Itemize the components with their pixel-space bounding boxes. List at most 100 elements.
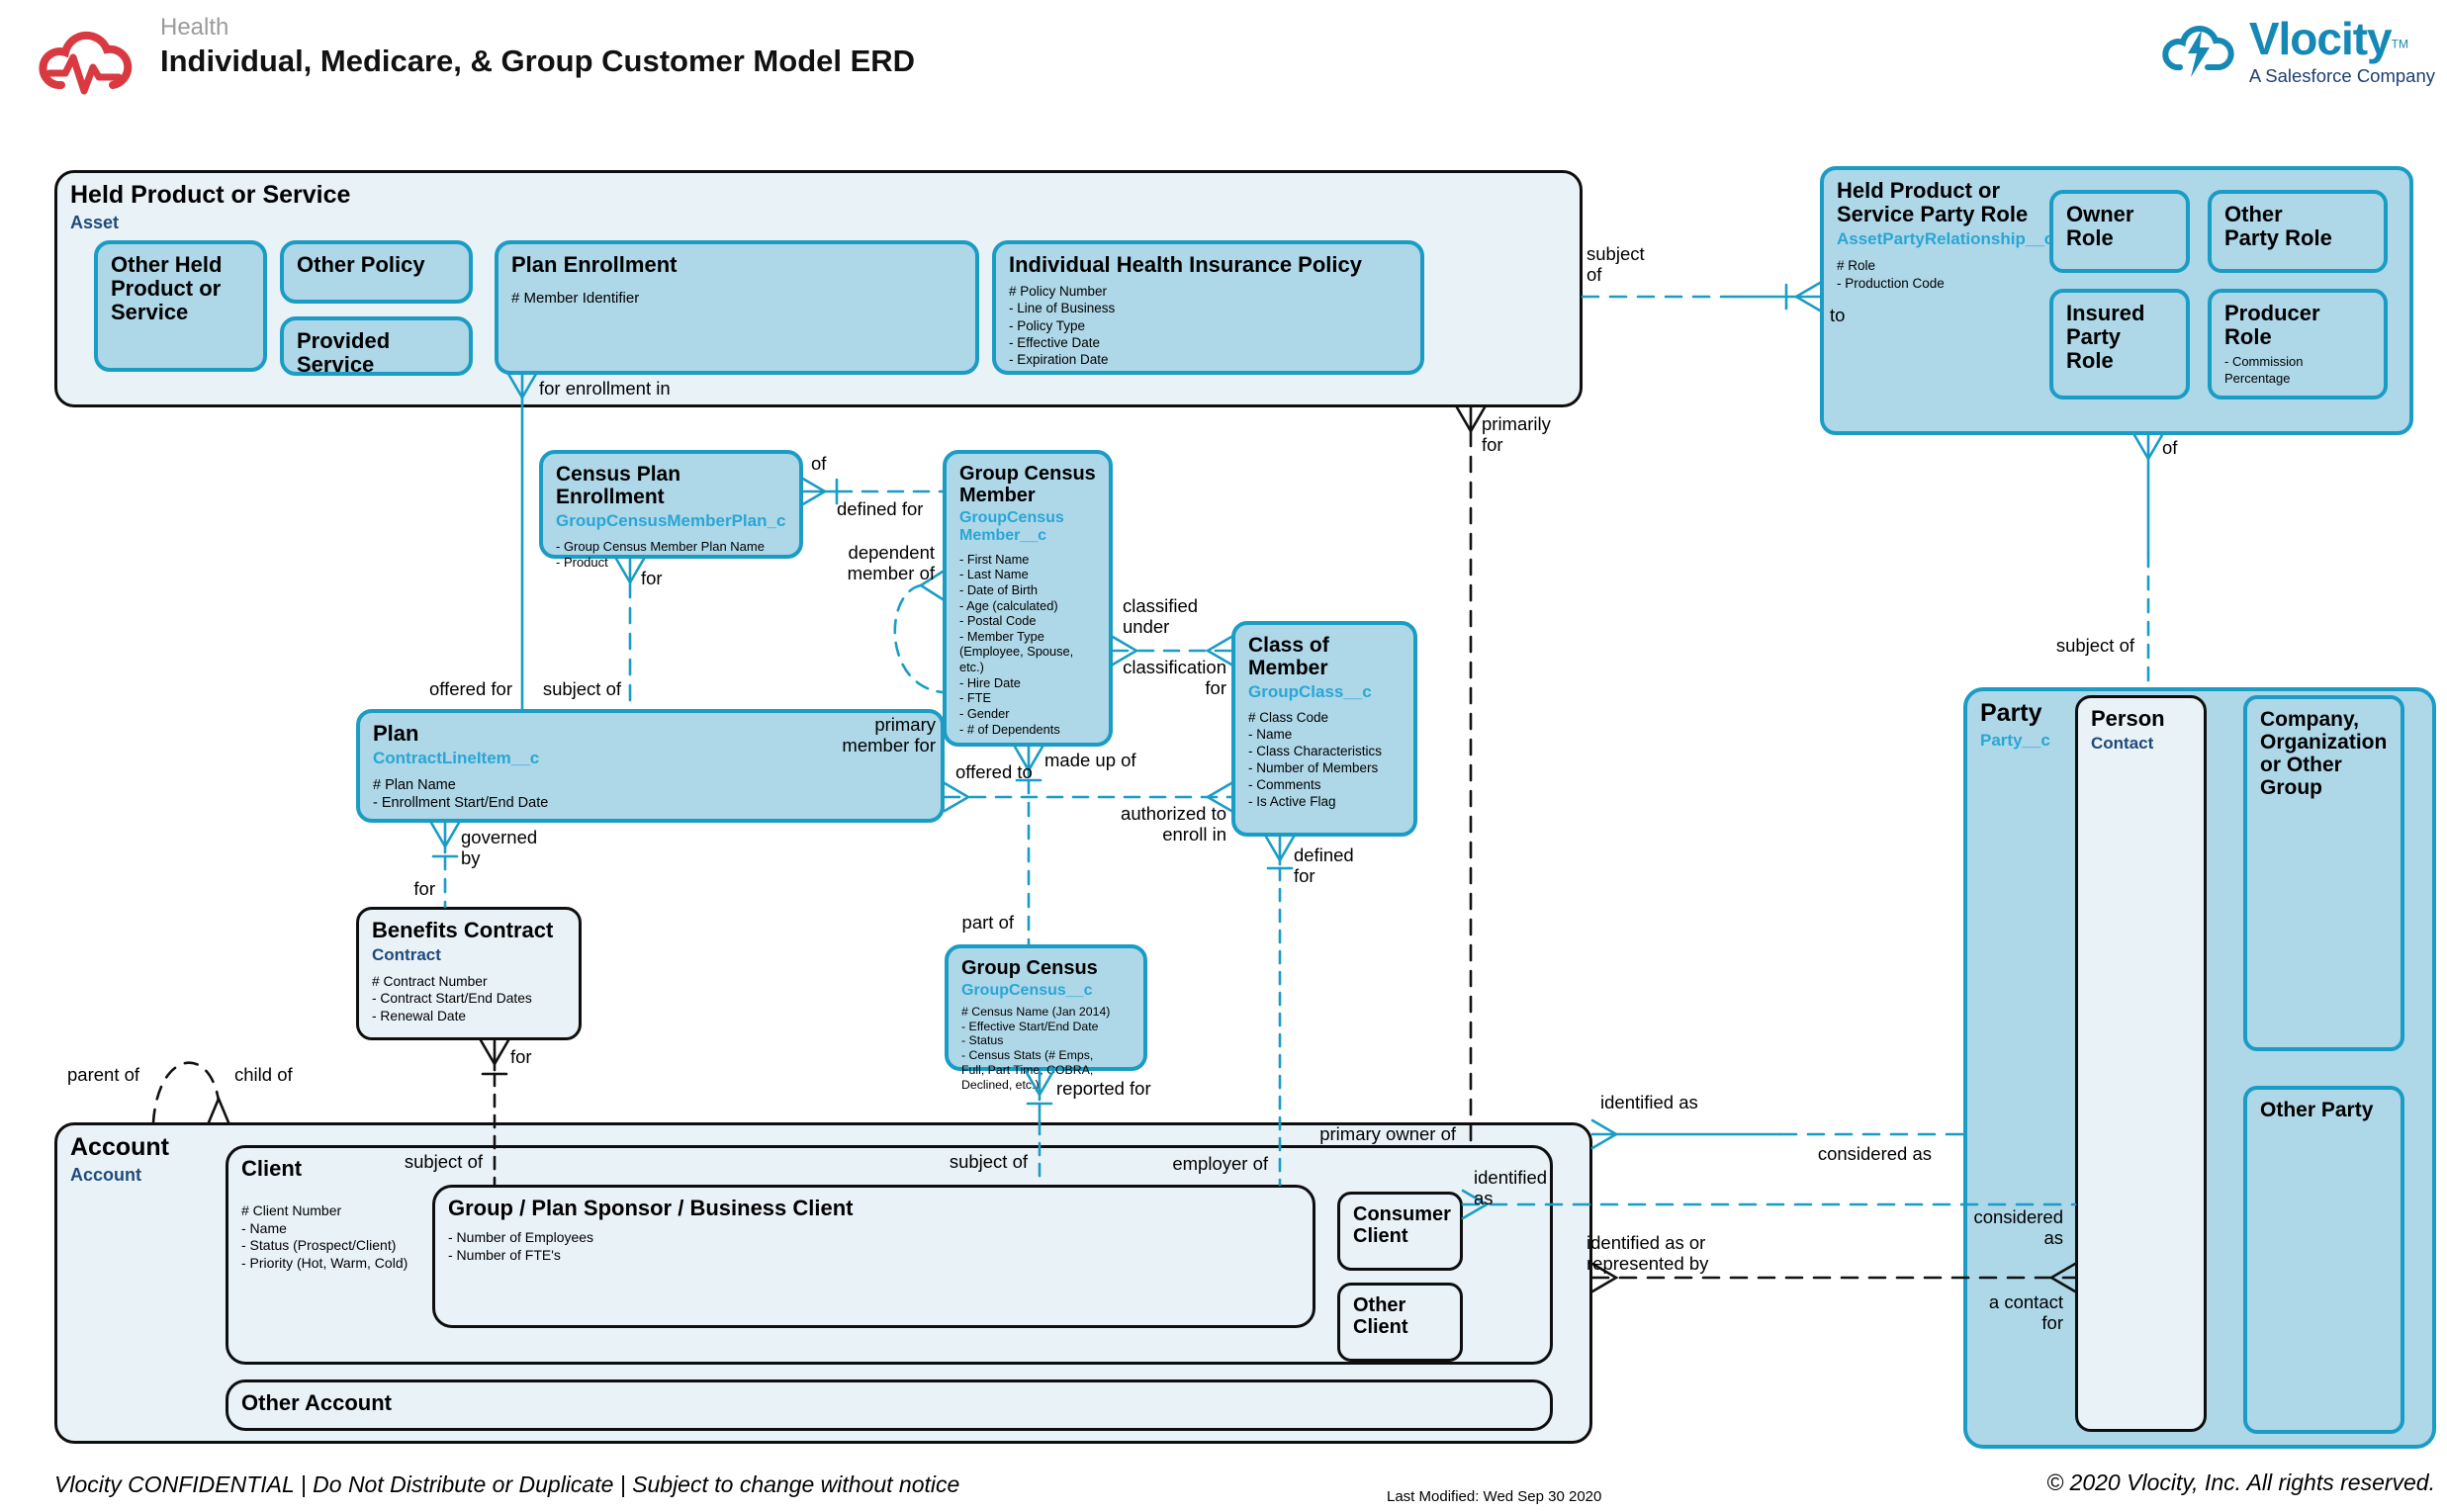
entity-api-name: Contract [372,945,441,965]
entity-insured-party-role: Insured Party Role [2049,289,2190,400]
label-parent-of: parent of [67,1064,140,1085]
entity-title: Owner Role [2066,202,2134,251]
footer-copyright: © 2020 Vlocity, Inc. All rights reserved… [2046,1469,2435,1495]
entity-title: Client [241,1156,303,1181]
header-category: Health [160,14,229,41]
entity-title: Other Policy [297,252,425,277]
label-offered-to: offered to [955,761,1033,782]
entity-attributes: # Contract Number - Contract Start/End D… [372,974,532,1023]
entity-title: Person [2091,706,2165,731]
entity-attributes: # Census Name (Jan 2014) - Effective Sta… [961,1004,1111,1092]
label-subject-of: subject of [949,1151,1028,1172]
label-identified-as: identified as [1474,1167,1548,1209]
entity-group-census: Group Census GroupCensus__c # Census Nam… [945,944,1147,1092]
entity-title: Group Census Member [959,463,1096,506]
entity-title: Other Account [241,1390,392,1415]
entity-attributes: # Class Code - Name - Class Characterist… [1248,710,1383,809]
label-subject-of: subject of [404,1151,483,1172]
label-a-contact-for: a contact for [1988,1291,2063,1334]
label-considered-as: considered as [1973,1206,2063,1249]
label-primary-member-for: primary member for [842,714,936,756]
entity-class-of-member: Class of Member GroupClass__c # Class Co… [1231,621,1417,837]
entity-api-name: Asset [70,212,120,232]
entity-other-account: Other Account [226,1379,1553,1431]
entity-attributes: # Policy Number - Line of Business - Pol… [1009,284,1116,368]
entity-attributes: # Member Identifier [511,290,640,308]
label-subject-of: subject of [542,678,621,699]
label-of: of [2162,437,2178,458]
entity-provided-service: Provided Service [280,316,473,377]
entity-api-name: GroupCensusMemberPlan_c [556,511,786,531]
entity-title: Account [70,1133,169,1161]
entity-title: Other Held Product or Service [111,252,223,325]
entity-attributes: # Plan Name - Enrollment Start/End Date [373,777,549,812]
label-child-of: child of [234,1064,293,1085]
label-defined-for: defined for [1294,845,1354,887]
entity-title: Plan [373,721,419,746]
vlocity-brand: VlocityTM A Salesforce Company [2138,12,2435,87]
label-dependent-member-of: dependent member of [847,542,935,584]
entity-title: Company, Organization or Other Group [2260,708,2388,800]
entity-attributes: - First Name - Last Name - Date of Birth… [959,551,1074,737]
entity-api-name: GroupClass__c [1248,682,1372,702]
label-defined-for: defined for [837,498,924,519]
entity-title: Consumer Client [1353,1203,1451,1247]
entity-api-name: ContractLineItem__c [373,749,540,768]
label-of: of [811,453,827,474]
entity-title: Group / Plan Sponsor / Business Client [448,1196,854,1220]
label-made-up-of: made up of [1044,750,1136,770]
entity-title: Group Census [961,957,1098,979]
footer-last-modified: Last Modified: Wed Sep 30 2020 [1387,1488,1602,1505]
entity-attributes: # Client Number - Name - Status (Prospec… [241,1202,408,1271]
entity-other-party: Other Party [2243,1086,2404,1434]
entity-plan-enrollment: Plan Enrollment # Member Identifier [495,240,979,375]
label-for: for [641,568,663,588]
footer-confidential-notice: Vlocity CONFIDENTIAL | Do Not Distribute… [54,1471,960,1497]
entity-attributes: # Role - Production Code [1837,258,1945,291]
entity-title: Other Party Role [2224,202,2332,251]
connector-party-role-to-party [2132,433,2164,689]
entity-title: Held Product or Service Party Role [1837,178,2029,227]
label-subject-of: subject of [2055,635,2134,656]
entity-attributes: - Number of Employees - Number of FTE's [448,1229,594,1263]
entity-person: Person Contact [2075,695,2207,1432]
entity-title: Other Client [1353,1294,1408,1338]
entity-title: Census Plan Enrollment [556,463,681,509]
entity-attributes: - Group Census Member Plan Name - Produc… [556,539,765,571]
connector-policy-to-client [1455,405,1487,1147]
entity-attributes: - Commission Percentage [2224,354,2304,386]
entity-owner-role: Owner Role [2049,190,2190,273]
entity-title: Class of Member [1248,634,1329,680]
entity-other-client: Other Client [1337,1283,1463,1362]
vlocity-cloud-bolt-icon [2162,25,2234,77]
connector-plan-to-benefits-contract [429,821,461,909]
label-offered-for: offered for [429,678,512,699]
label-considered-as: considered as [1817,1143,1932,1164]
label-part-of: part of [961,912,1014,933]
label-for: for [413,878,435,899]
label-employer-of: employer of [1172,1153,1268,1174]
label-subject-of: subject of [1586,243,1645,286]
label-primary-owner-of: primary owner of [1319,1123,1456,1144]
entity-title: Benefits Contract [372,918,554,942]
connector-gcm-self-loop [893,570,945,694]
entity-group-census-member: Group Census Member GroupCensus Member__… [943,450,1113,747]
entity-plan: Plan ContractLineItem__c # Plan Name - E… [356,709,945,823]
label-classification-for: classification for [1123,657,1226,699]
entity-other-party-role: Other Party Role [2208,190,2388,273]
entity-company-organization-or-other-group: Company, Organization or Other Group [2243,695,2404,1051]
label-for-enrollment-in: for enrollment in [539,378,671,399]
entity-consumer-client: Consumer Client [1337,1192,1463,1271]
label-identified-as: identified as [1600,1092,1698,1112]
entity-api-name: Account [70,1164,141,1185]
entity-api-name: AssetPartyRelationship__c [1837,229,2054,249]
entity-api-name: Party__c [1980,730,2050,750]
entity-producer-role: Producer Role - Commission Percentage [2208,289,2388,400]
entity-api-name: GroupCensus Member__c [959,509,1064,544]
brand-name: Vlocity [2248,13,2393,64]
entity-api-name: Contact [2091,734,2154,754]
entity-api-name: GroupCensus__c [961,982,1093,999]
label-for: for [510,1046,532,1067]
entity-title: Plan Enrollment [511,252,678,277]
